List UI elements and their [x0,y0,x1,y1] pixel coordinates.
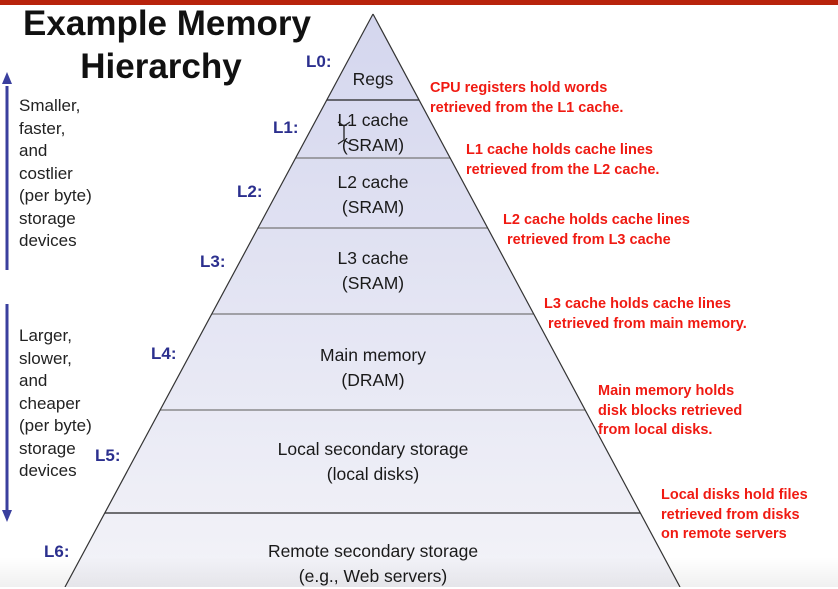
level-label-l0: L0: [306,52,332,71]
up-arrow-icon [2,72,12,270]
level-local-secondary-storage: Local secondary storage (local disks) [278,437,469,487]
level-remote-secondary-storage: Remote secondary storage (e.g., Web serv… [268,539,478,589]
side-text-line: faster, [19,118,66,138]
pyramid-right-edge [372,13,681,587]
level-label-l4: L4: [151,344,177,363]
side-text-line: (per byte) [19,416,92,435]
note-l2-cache: L2 cache holds cache lines retrieved fro… [503,212,690,248]
smaller-faster-costlier-text: Smaller, faster, and costlier (per byte)… [19,95,92,253]
slide-title-line-2: Hierarchy [80,47,242,86]
side-text-line: cheaper [19,393,81,413]
level-tech: (SRAM) [341,197,405,217]
note-local-disks: Local disks hold files retrieved from di… [661,487,808,542]
note-l3-cache: L3 cache holds cache lines retrieved fro… [544,296,747,332]
level-label-l3: L3: [200,252,226,271]
larger-slower-cheaper-text: Larger, slower, and cheaper (per byte) s… [19,325,92,483]
level-name: L2 cache [337,172,409,192]
level-label-l5: L5: [95,446,121,465]
level-name: L1 cache [337,110,409,130]
side-text-line: slower, [19,348,72,368]
level-name: Main memory [320,345,426,365]
pyramid-left-edge [64,13,374,587]
level-tech: (DRAM) [341,370,405,390]
side-text-line: and [19,141,48,160]
side-text-line: Smaller, [19,96,81,115]
side-text-line: Larger, [19,326,72,345]
level-name: Local secondary storage [277,439,469,459]
level-tech: (local disks) [326,464,420,484]
level-name: Regs [352,69,394,89]
slide-top-bar [0,0,838,5]
note-registers: CPU registers hold words retrieved from … [430,80,624,116]
level-l1-cache: L1 cache (SRAM) [337,108,408,158]
level-l2-cache: L2 cache (SRAM) [337,170,408,220]
side-text-line: devices [19,461,77,480]
level-l3-cache: L3 cache (SRAM) [337,246,408,296]
side-text-line: costlier [19,163,73,183]
note-l1-cache: L1 cache holds cache lines retrieved fro… [466,142,660,178]
level-tech: (e.g., Web servers) [298,566,448,586]
side-text-line: storage [19,208,76,228]
side-text-line: devices [19,231,77,250]
level-tech: (SRAM) [341,273,405,293]
side-text-line: (per byte) [19,186,92,205]
down-arrow-icon [2,304,12,522]
level-regs: Regs [353,67,394,92]
level-tech: (SRAM) [341,135,405,155]
level-name: L3 cache [337,248,409,268]
side-text-line: storage [19,438,76,458]
slide-title-line-1: Example Memory [23,4,311,43]
level-main-memory: Main memory (DRAM) [320,343,426,393]
pyramid-body [65,14,680,587]
level-label-l6: L6: [44,542,70,561]
note-main-memory: Main memory holds disk blocks retrieved … [598,383,743,438]
level-label-l1: L1: [273,118,299,137]
level-name: Remote secondary storage [267,541,479,561]
side-text-line: and [19,371,48,390]
level-label-l2: L2: [237,182,263,201]
